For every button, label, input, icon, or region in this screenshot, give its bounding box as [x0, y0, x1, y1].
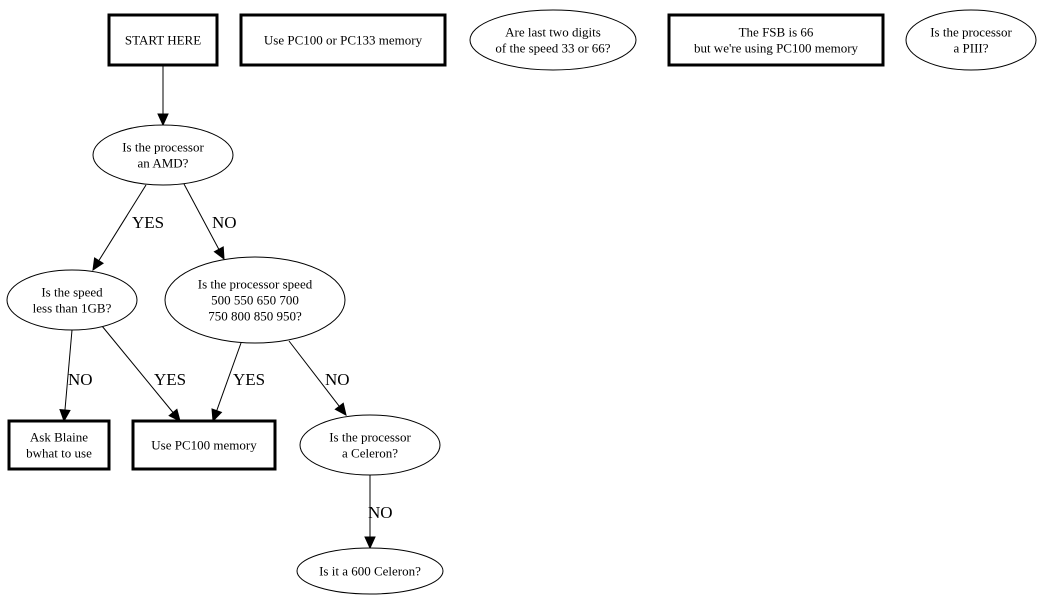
node-label: 750 800 850 950?: [208, 309, 302, 324]
ellipse-shape: [299, 414, 441, 476]
box-shape: [667, 13, 885, 67]
node-label: Is the processor: [329, 430, 411, 445]
edge-speed_lt_1gb-to-use_pc100: YES: [101, 325, 186, 422]
arrowhead-icon: [213, 246, 225, 261]
node-pc100-or-133: Use PC100 or PC133 memory: [239, 13, 447, 67]
edge-line: [183, 183, 220, 250]
box-shape: [107, 13, 219, 67]
ellipse-shape: [469, 9, 637, 71]
edge-label: YES: [154, 370, 186, 389]
node-label: Is it a 600 Celeron?: [319, 564, 421, 579]
node-is-600-celeron: Is it a 600 Celeron?: [296, 547, 444, 595]
arrowhead-icon: [364, 536, 376, 550]
edge-label: NO: [325, 370, 350, 389]
ellipse-shape: [296, 547, 444, 595]
node-start: START HERE: [107, 13, 219, 67]
node-label: a Celeron?: [342, 446, 398, 461]
ellipse-shape: [92, 124, 234, 186]
edge-line: [101, 325, 174, 413]
node-label: Are last two digits: [505, 25, 601, 40]
box-shape: [131, 419, 277, 471]
box-shape: [7, 419, 111, 471]
arrowhead-icon: [168, 408, 181, 422]
node-label: Is the processor: [122, 140, 204, 155]
node-label: 500 550 650 700: [211, 293, 299, 308]
arrowhead-icon: [334, 402, 347, 416]
edge-label: YES: [132, 213, 164, 232]
node-label: a PIII?: [953, 41, 988, 56]
node-label: less than 1GB?: [33, 301, 112, 316]
node-label: Is the processor: [930, 25, 1012, 40]
edge-line: [98, 184, 147, 261]
ellipse-shape: [6, 269, 138, 331]
edge-speed_list-to-use_pc100: YES: [211, 342, 265, 423]
edge-line: [216, 342, 242, 411]
ellipse-shape: [164, 256, 346, 344]
ellipse-shape: [905, 9, 1037, 71]
node-label: START HERE: [125, 33, 201, 48]
edge-speed_lt_1gb-to-ask_blaine: NO: [59, 329, 93, 423]
edge-line: [64, 329, 73, 411]
node-label: Is the speed: [41, 285, 103, 300]
edge-label: NO: [368, 503, 393, 522]
edge-is_celeron-to-is_600_celeron: NO: [364, 475, 393, 550]
edge-label: NO: [68, 370, 93, 389]
node-label: an AMD?: [138, 156, 189, 171]
edge-is_amd-to-speed_list: NO: [183, 183, 237, 261]
arrowhead-icon: [92, 257, 104, 272]
node-label: Ask Blaine: [30, 430, 88, 445]
node-label: Use PC100 memory: [151, 438, 257, 453]
node-label: The FSB is 66: [739, 25, 814, 40]
edge-start-to-is_amd: [157, 65, 169, 127]
node-label: Is the processor speed: [198, 277, 313, 292]
edge-speed_list-to-is_celeron: NO: [288, 340, 350, 416]
node-label: Use PC100 or PC133 memory: [264, 33, 423, 48]
arrowhead-icon: [59, 409, 71, 423]
edge-label: YES: [233, 370, 265, 389]
edge-line: [288, 340, 340, 407]
edge-label: NO: [212, 213, 237, 232]
node-use-pc100: Use PC100 memory: [131, 419, 277, 471]
edge-is_amd-to-speed_lt_1gb: YES: [92, 184, 164, 272]
arrowhead-icon: [157, 113, 169, 127]
node-label: of the speed 33 or 66?: [495, 41, 610, 56]
arrowhead-icon: [211, 408, 223, 423]
nodes-layer: START HERE Use PC100 or PC133 memory Are l…: [6, 9, 1037, 595]
edges-layer: YES NO NO YES YES NO NO: [59, 65, 393, 550]
node-label: bwhat to use: [26, 446, 92, 461]
box-shape: [239, 13, 447, 67]
node-label: but we're using PC100 memory: [694, 41, 859, 56]
